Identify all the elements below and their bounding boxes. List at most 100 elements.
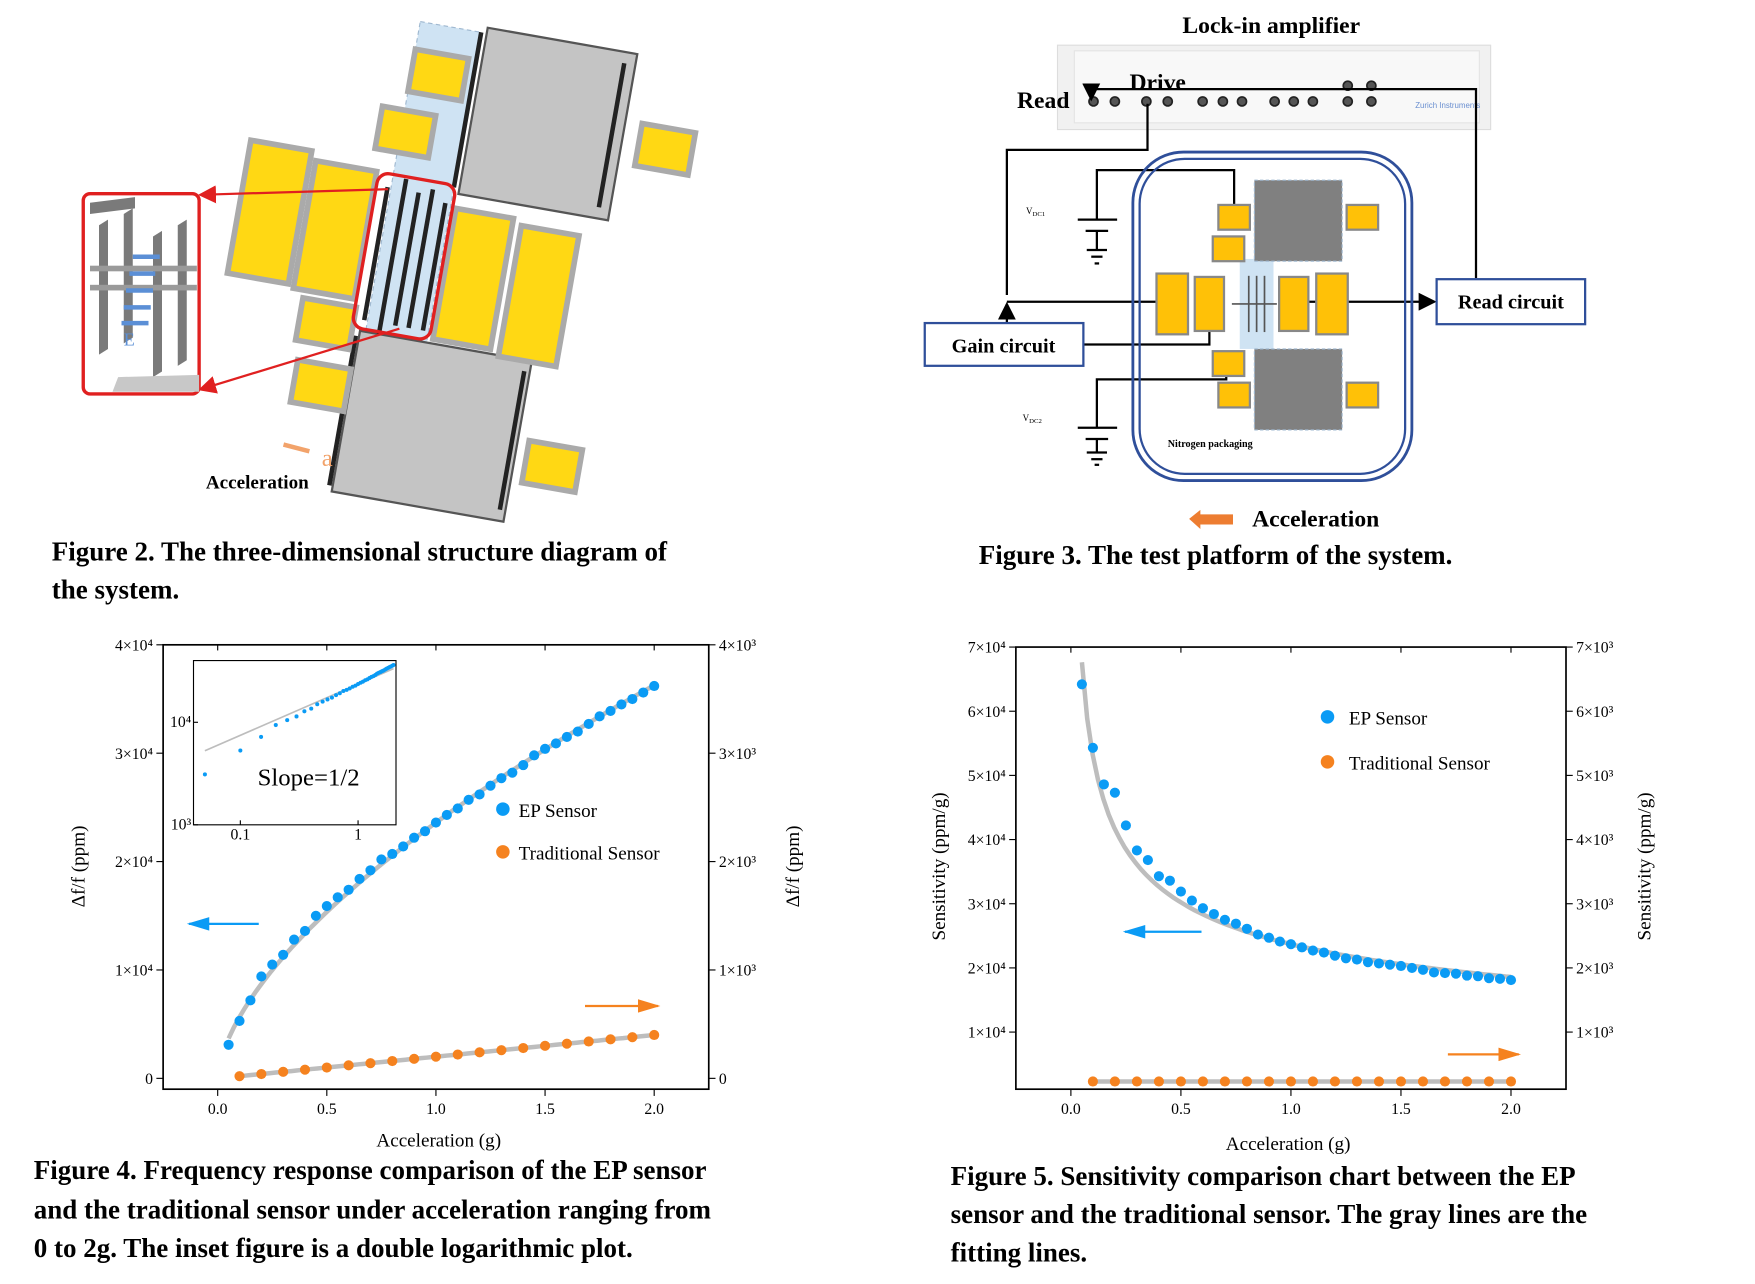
y-tick-label-left: 6×10⁴ — [968, 704, 1007, 721]
data-point-ep — [1417, 964, 1429, 975]
x-tick-label: 0.5 — [1171, 1101, 1191, 1118]
data-point-ep — [1329, 950, 1341, 961]
data-point-ep — [1120, 820, 1131, 831]
y-tick-label-right: 1×10³ — [1576, 1025, 1614, 1042]
y-tick-label-left: 1×10⁴ — [968, 1025, 1007, 1042]
data-point-traditional — [1505, 1076, 1517, 1087]
y-tick-label-right: 2×10³ — [1576, 961, 1614, 978]
data-point-ep — [649, 680, 660, 692]
data-point-traditional — [1329, 1076, 1341, 1087]
data-point-traditional — [365, 1058, 376, 1069]
data-point-traditional — [496, 1045, 507, 1056]
data-point-ep — [1439, 967, 1451, 979]
data-point-traditional — [387, 1055, 398, 1067]
data-point-traditional — [561, 1038, 572, 1049]
inset-x-tick-label: 1 — [354, 826, 362, 843]
data-point-traditional — [1219, 1076, 1230, 1087]
y-axis-label-right: Δf/f (ppm) — [783, 826, 804, 908]
data-point-ep — [1483, 973, 1495, 984]
device-brand: Zurich Instruments — [1415, 101, 1480, 110]
x-axis-label: Acceleration (g) — [376, 1131, 501, 1152]
inset-y-tick-label: 10⁴ — [170, 714, 192, 731]
legend-label-traditional: Traditional Sensor — [1349, 754, 1491, 775]
legend-label-traditional: Traditional Sensor — [519, 844, 661, 865]
y-tick-label-left: 7×10⁴ — [968, 640, 1007, 657]
data-point-traditional — [1153, 1076, 1164, 1087]
data-point-ep — [1098, 779, 1109, 790]
data-point-ep — [1219, 914, 1230, 925]
data-point-ep — [1296, 942, 1308, 953]
gain-circuit-box — [923, 321, 1085, 367]
data-point-ep — [452, 803, 463, 814]
zoom-highlight-box — [351, 172, 457, 341]
dc-source-1 — [1077, 218, 1118, 265]
data-point-ep — [1472, 971, 1484, 982]
data-point-ep — [376, 854, 387, 865]
data-point-ep — [1252, 929, 1263, 940]
electrode-pads — [224, 46, 699, 496]
data-point-traditional — [518, 1042, 529, 1054]
data-point-ep — [278, 949, 289, 960]
inset-data-point-ep — [202, 772, 207, 777]
data-point-ep — [1395, 960, 1407, 972]
inset-data-point-ep — [341, 688, 346, 694]
data-point-ep — [1109, 787, 1120, 798]
data-point-traditional — [1373, 1076, 1385, 1087]
data-point-ep — [1076, 679, 1087, 690]
data-point-ep — [1351, 954, 1363, 965]
y-tick-label-right: 4×10³ — [1576, 832, 1614, 849]
data-point-traditional — [474, 1047, 485, 1058]
y-tick-label-left: 2×10⁴ — [968, 961, 1007, 978]
data-point-traditional — [256, 1068, 267, 1080]
data-point-ep — [1285, 939, 1296, 950]
data-point-ep — [507, 767, 518, 778]
data-point-traditional — [1241, 1076, 1252, 1087]
data-point-traditional — [1263, 1076, 1274, 1087]
data-point-ep — [321, 900, 332, 912]
legend-marker-traditional — [1320, 755, 1335, 769]
y-axis-label-right: Sensitivity (ppm/g) — [1634, 792, 1655, 940]
acceleration-arrow — [282, 442, 310, 454]
data-point-traditional — [278, 1066, 289, 1077]
data-point-ep — [1186, 895, 1197, 906]
data-point-traditional — [1175, 1076, 1186, 1087]
data-point-ep — [310, 910, 321, 921]
data-point-traditional — [1395, 1076, 1407, 1087]
comb-zoom-inset: E — [81, 191, 201, 396]
nitrogen-packaging-label: Nitrogen packaging — [1168, 439, 1253, 450]
data-point-ep — [638, 687, 649, 698]
inset-data-point-ep — [309, 706, 314, 711]
data-point-traditional — [1417, 1076, 1429, 1087]
vdc2-label: VDC2 — [1023, 413, 1042, 425]
inset-data-point-ep — [259, 734, 264, 739]
y-tick-label-left: 4×10⁴ — [115, 637, 154, 654]
data-point-ep — [1505, 975, 1517, 986]
dc-source-2 — [1077, 426, 1118, 466]
data-point-ep — [1131, 845, 1142, 856]
data-point-traditional — [1131, 1076, 1142, 1087]
data-point-ep — [1208, 908, 1219, 920]
read-port-label: Read — [1017, 88, 1069, 114]
nitrogen-package-outer — [1131, 150, 1414, 482]
data-point-ep — [594, 711, 605, 722]
inset-data-point-ep — [344, 687, 349, 692]
inset-data-point-ep — [302, 709, 307, 714]
inset-data-point-ep — [238, 748, 243, 753]
y-tick-label-left: 5×10⁴ — [968, 768, 1007, 785]
data-point-traditional — [1109, 1076, 1120, 1087]
x-tick-label: 1.0 — [426, 1101, 446, 1118]
inset-annotation: Slope=1/2 — [258, 764, 360, 791]
data-point-ep — [474, 789, 485, 800]
legend-marker-traditional — [496, 845, 510, 859]
plot-frame — [1015, 646, 1567, 1091]
x-axis-label: Acceleration (g) — [1226, 1134, 1351, 1155]
inset-data-point-ep — [273, 723, 278, 728]
data-point-ep — [550, 738, 562, 749]
lock-in-amplifier-device: Zurich Instruments — [1056, 44, 1492, 131]
data-point-ep — [354, 873, 365, 884]
y-tick-label-left: 1×10⁴ — [115, 963, 154, 980]
lock-in-amplifier-label: Lock-in amplifier — [1182, 13, 1360, 39]
data-point-ep — [1307, 945, 1319, 956]
data-point-ep — [518, 760, 529, 771]
